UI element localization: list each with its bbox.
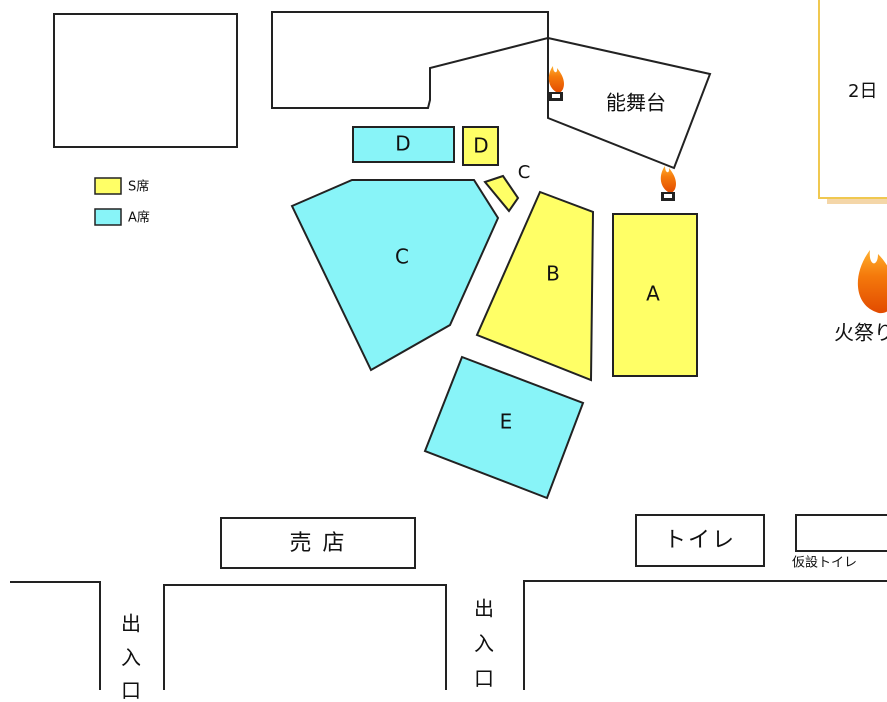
- fire-festival-label: 火祭り: [834, 321, 887, 345]
- flame-brazier-icon: [660, 166, 677, 201]
- exit-1-char-3: 口: [121, 679, 141, 702]
- section-b-label: B: [546, 262, 560, 286]
- flame-brazier-icon: [548, 66, 565, 101]
- exit-2[interactable]: 出 入 口: [474, 597, 494, 691]
- building-top: [271, 11, 549, 109]
- section-e[interactable]: [423, 355, 585, 500]
- noh-stage[interactable]: [547, 36, 712, 170]
- building-top-left: [53, 13, 238, 148]
- noh-stage-label: 能舞台: [606, 91, 666, 115]
- wall-bottom-right: [523, 580, 887, 690]
- section-c-a-seat[interactable]: [290, 179, 500, 372]
- legend-a-seat-swatch: [94, 208, 122, 226]
- shop[interactable]: [220, 517, 416, 569]
- section-b[interactable]: [475, 190, 595, 382]
- exit-1[interactable]: 出 入 口: [121, 612, 141, 702]
- exit-2-char-1: 出: [474, 597, 494, 621]
- legend-s-seat-swatch: [94, 177, 122, 195]
- section-a-label: A: [646, 282, 660, 306]
- notice-box: [818, 0, 887, 199]
- notice-text: 2日: [848, 81, 877, 102]
- section-a[interactable]: [612, 213, 698, 377]
- shop-label: 売 店: [290, 531, 347, 556]
- temp-toilet-label: 仮設トイレ: [792, 555, 857, 571]
- section-c-s-seat[interactable]: [483, 174, 520, 213]
- legend-a-seat-label: A席: [128, 210, 150, 226]
- exit-1-char-2: 入: [121, 646, 141, 670]
- toilet[interactable]: [635, 514, 765, 567]
- section-d-s-seat[interactable]: [462, 126, 499, 166]
- flame-icon: [858, 250, 887, 314]
- section-c-a-seat-label: C: [395, 245, 409, 269]
- exit-1-char-1: 出: [121, 612, 141, 636]
- wall-bottom-middle: [163, 584, 447, 690]
- section-e-label: E: [500, 410, 513, 434]
- toilet-label: トイレ: [664, 528, 736, 553]
- legend-s-seat-label: S席: [128, 179, 149, 195]
- temp-toilet[interactable]: [795, 514, 887, 552]
- section-d-a-seat[interactable]: [352, 126, 455, 163]
- section-d-a-seat-label: D: [395, 132, 410, 156]
- exit-2-char-2: 入: [474, 632, 494, 656]
- section-d-s-seat-label: D: [473, 134, 488, 158]
- section-c-s-seat-label: C: [518, 162, 531, 183]
- exit-2-char-3: 口: [474, 667, 494, 691]
- wall-bottom-left: [10, 581, 101, 690]
